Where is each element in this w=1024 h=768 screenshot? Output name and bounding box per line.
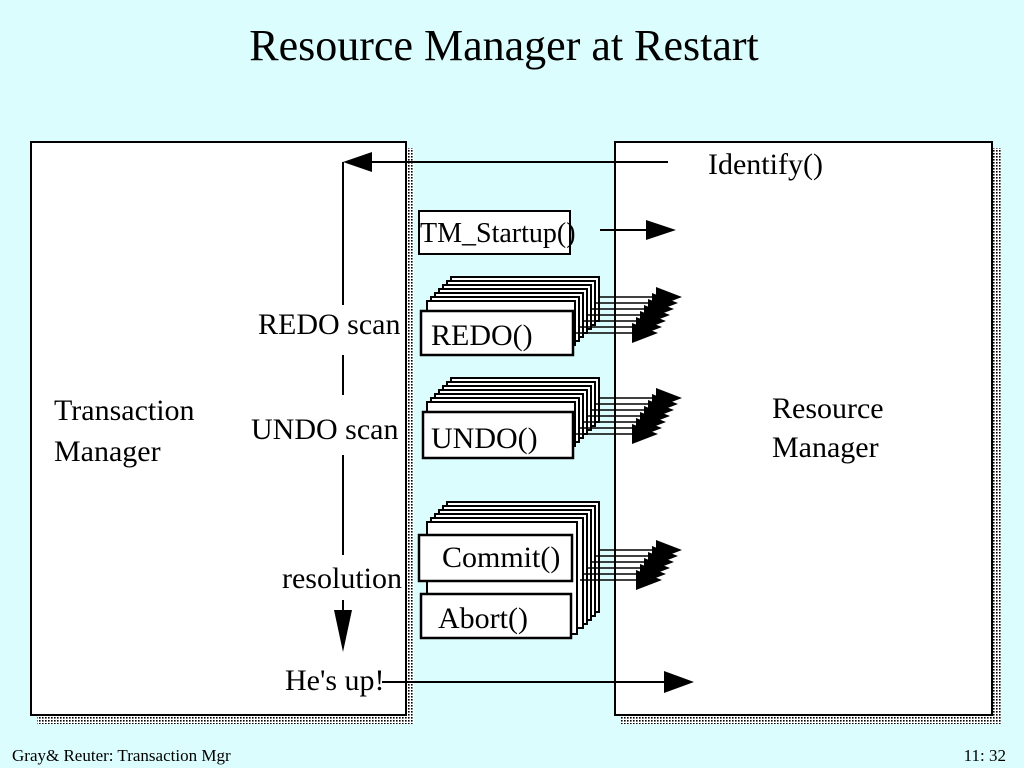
tm-startup-message: TM_Startup() — [418, 210, 676, 255]
hes-up-message: He's up! — [285, 664, 694, 697]
rm-label-line2: Manager — [772, 431, 879, 464]
resource-manager-box: Resource Manager — [614, 141, 1001, 724]
footer-author: Gray& Reuter: Transaction Mgr — [12, 746, 231, 765]
commit-abort-message-stack: Commit() Abort() — [417, 501, 682, 640]
footer-page-number: 11: 32 — [963, 746, 1006, 765]
redo-scan-label: REDO scan — [258, 308, 400, 341]
identify-label: Identify() — [708, 148, 823, 181]
timeline-arrow-head — [334, 610, 352, 652]
undo-label: UNDO() — [431, 422, 538, 455]
redo-message-stack: REDO() — [419, 276, 682, 357]
commit-label: Commit() — [442, 541, 560, 574]
resolution-label: resolution — [282, 562, 402, 595]
hes-up-label: He's up! — [285, 664, 385, 697]
rm-label-line1: Resource — [772, 392, 884, 425]
identify-message: Identify() — [343, 148, 823, 181]
redo-label: REDO() — [431, 319, 533, 352]
tm-label-line2: Manager — [54, 435, 161, 468]
undo-message-stack: UNDO() — [421, 377, 682, 460]
tm-startup-label: TM_Startup() — [420, 218, 576, 249]
abort-label: Abort() — [438, 602, 528, 635]
tm-timeline — [334, 162, 352, 652]
undo-scan-label: UNDO scan — [251, 413, 398, 446]
tm-label-line1: Transaction — [54, 394, 195, 427]
slide-title: Resource Manager at Restart — [249, 21, 759, 70]
